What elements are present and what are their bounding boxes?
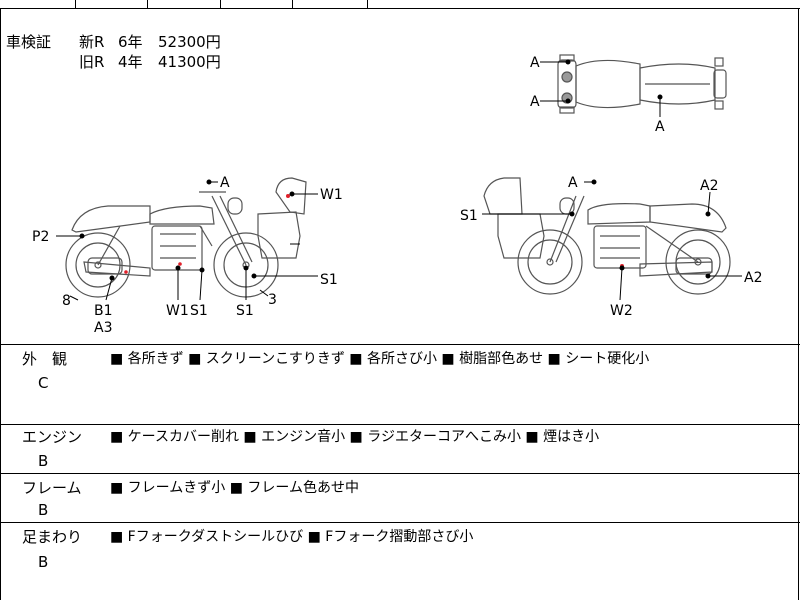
section-frame-grade: B bbox=[38, 501, 49, 519]
top-view-sketch bbox=[557, 54, 727, 114]
top-view-label-3: A bbox=[655, 119, 665, 135]
frame-right-border bbox=[798, 8, 799, 600]
left-view-label-7: A3 bbox=[94, 320, 112, 336]
inspection-old-price: 41300円 bbox=[158, 53, 221, 71]
left-view-label-5: 8 bbox=[62, 293, 71, 309]
section-exterior-items: ■ 各所きず ■ スクリーンこすりきず ■ 各所さび小 ■ 樹脂部色あせ ■ シ… bbox=[110, 351, 650, 367]
section-exterior-grade: C bbox=[38, 374, 49, 392]
divider-3 bbox=[0, 473, 800, 474]
damage-diagram: A A A bbox=[32, 54, 762, 336]
left-view-label-4: S1 bbox=[320, 272, 338, 288]
divider-1 bbox=[0, 344, 800, 345]
left-view-sketch bbox=[65, 177, 307, 298]
section-engine-grade: B bbox=[38, 452, 49, 470]
section-frame-title: フレーム bbox=[22, 479, 82, 497]
left-view-leaders bbox=[56, 179, 318, 301]
left-view-label-11: 3 bbox=[268, 292, 277, 308]
right-view-label-5: W2 bbox=[610, 303, 633, 319]
top-view-label-2: A bbox=[530, 94, 540, 110]
left-view-label-10: S1 bbox=[236, 303, 254, 319]
top-view-leaders bbox=[540, 59, 663, 117]
left-view-label-6: B1 bbox=[94, 303, 113, 319]
left-view-label-9: S1 bbox=[190, 303, 208, 319]
right-view-label-3: S1 bbox=[460, 208, 478, 224]
left-view-label-3: P2 bbox=[32, 229, 49, 245]
top-view-label-1: A bbox=[530, 55, 540, 71]
left-view-label-2: W1 bbox=[320, 187, 343, 203]
section-exterior-title: 外 観 bbox=[22, 350, 68, 368]
inspection-new-years: 6年 bbox=[118, 33, 143, 51]
inspection-new-price: 52300円 bbox=[158, 33, 221, 51]
right-view-leaders bbox=[482, 179, 742, 301]
inspection-old-type: 旧R bbox=[79, 53, 105, 71]
section-suspension-grade: B bbox=[38, 553, 49, 571]
inspection-label: 車検証 bbox=[6, 33, 52, 51]
left-view-label-8: W1 bbox=[166, 303, 189, 319]
frame-left-border bbox=[0, 8, 1, 600]
section-engine-items: ■ ケースカバー削れ ■ エンジン音小 ■ ラジエターコアへこみ小 ■ 煙はき小 bbox=[110, 429, 600, 445]
divider-4 bbox=[0, 522, 800, 523]
header-strip bbox=[0, 0, 800, 9]
inspection-new-type: 新R bbox=[79, 33, 105, 51]
section-engine-title: エンジン bbox=[22, 428, 83, 446]
section-frame-items: ■ フレームきず小 ■ フレーム色あせ中 bbox=[110, 480, 359, 496]
section-suspension-title: 足まわり bbox=[22, 528, 83, 546]
left-view-label-1: A bbox=[220, 175, 230, 191]
right-view-label-4: A2 bbox=[744, 270, 762, 286]
left-view-marks bbox=[124, 194, 290, 274]
right-view-label-2: A2 bbox=[700, 178, 718, 194]
right-view-sketch bbox=[483, 177, 731, 295]
right-view-label-1: A bbox=[568, 175, 578, 191]
divider-2 bbox=[0, 424, 800, 425]
inspection-old-years: 4年 bbox=[118, 53, 143, 71]
section-suspension-items: ■ Fフォークダストシールひび ■ Fフォーク摺動部さび小 bbox=[110, 529, 474, 545]
